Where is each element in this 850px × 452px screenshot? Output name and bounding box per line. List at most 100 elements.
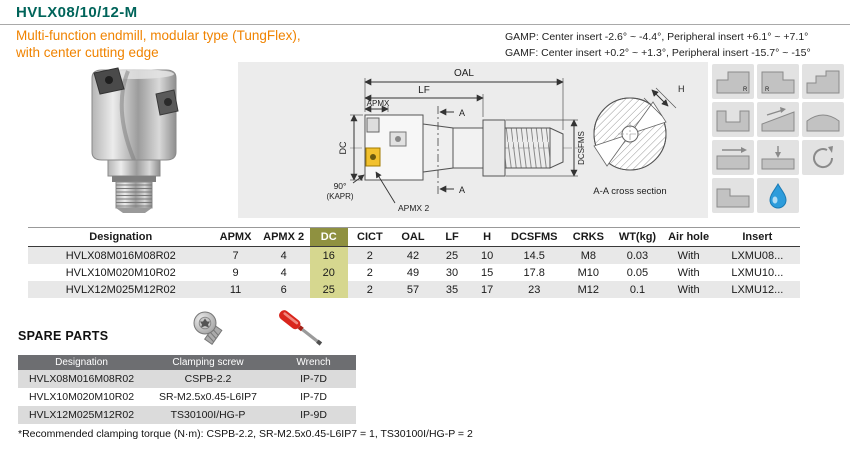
coolant-through-icon (757, 178, 799, 213)
table-cell: HVLX08M016M08R02 (65, 249, 176, 262)
column-header: Designation (28, 227, 214, 247)
table-cell: 7 (232, 249, 239, 262)
table-cell: 25 (445, 249, 459, 262)
column-header: Insert (714, 227, 800, 247)
curved-surface-milling-icon (802, 102, 844, 137)
gamp-note: GAMP: Center insert -2.6° ~ -4.4°, Perip… (505, 31, 809, 43)
column-header: DC (309, 227, 348, 247)
table-cell: With (677, 266, 700, 279)
torx-wrench-image (276, 310, 334, 357)
table-cell: 16 (309, 246, 348, 264)
table-cell: HVLX08M016M08R02 (28, 373, 135, 385)
column-header: DCSFMS (504, 227, 565, 247)
column-header: APMX 2 (257, 227, 310, 247)
column-header: H (470, 227, 505, 247)
column-header: OAL (391, 227, 434, 247)
dim-label-kapr: (KAPR) (326, 192, 353, 201)
page-title: HVLX08/10/12-M (16, 4, 138, 21)
rake-angle-notes: GAMP: Center insert -2.6° ~ -4.4°, Perip… (505, 29, 811, 62)
table-cell: 14.5 (523, 249, 545, 262)
table-cell: IP-9D (300, 409, 327, 421)
table-cell: TS30100I/HG-P (170, 409, 246, 421)
table-cell: 2 (366, 266, 373, 279)
table-cell: 0.05 (626, 266, 649, 279)
cross-section-caption: A-A cross section (593, 186, 666, 197)
table-cell: 15 (480, 266, 494, 279)
torque-footnote: *Recommended clamping torque (N·m): CSPB… (18, 428, 473, 440)
table-cell: M8 (580, 249, 596, 262)
table-cell: 4 (280, 249, 287, 262)
table-cell: HVLX10M020M10R02 (65, 266, 176, 279)
table-cell: 4 (280, 266, 287, 279)
column-header: CICT (347, 227, 392, 247)
step-milling-icon (802, 64, 844, 99)
column-header: LF (434, 227, 471, 247)
dim-label-apmx: APMX (367, 99, 390, 108)
table-cell: M10 (577, 266, 600, 279)
subtitle-line-1: Multi-function endmill, modular type (Tu… (16, 28, 301, 43)
column-header: Wrench (271, 355, 356, 370)
table-cell: 6 (280, 283, 287, 296)
table-cell: 25 (309, 281, 348, 298)
dim-label-kapr-angle: 90° (334, 181, 347, 191)
application-icon-grid: R R (712, 62, 848, 218)
table-cell: IP-7D (300, 373, 327, 385)
header-divider (0, 24, 850, 25)
clamping-screw-image (190, 310, 236, 357)
product-subtitle: Multi-function endmill, modular type (Tu… (16, 28, 301, 62)
table-cell: LXMU12... (731, 283, 784, 296)
table-cell: 30 (445, 266, 459, 279)
column-header: Designation (18, 355, 145, 370)
table-cell: 23 (528, 283, 541, 296)
table-cell: HVLX12M025M12R02 (28, 409, 135, 421)
table-cell: LXMU10... (731, 266, 784, 279)
slot-milling-icon (712, 102, 754, 137)
table-cell: 35 (445, 283, 459, 296)
table-row: HVLX08M016M08R02 CSPB-2.2 IP-7D (18, 370, 356, 388)
table-row: HVLX12M025M12R02 TS30100I/HG-P IP-9D (18, 406, 356, 424)
table-cell: With (677, 283, 700, 296)
dim-label-apmx2: APMX 2 (398, 203, 429, 213)
table-cell: With (677, 249, 700, 262)
column-header: Air hole (662, 227, 715, 247)
r-mark: R (743, 87, 748, 93)
table-cell: IP-7D (300, 391, 327, 403)
table-cell: 20 (309, 264, 348, 281)
table-cell: 0.03 (626, 249, 649, 262)
table-cell: 0.1 (629, 283, 646, 296)
table-cell: SR-M2.5x0.45-L6IP7 (158, 391, 258, 403)
table-cell: 2 (366, 283, 373, 296)
section-label-a-bottom: A (459, 185, 465, 195)
pocket-milling-icon (712, 178, 754, 213)
dim-label-oal: OAL (454, 68, 474, 79)
product-photo (78, 64, 190, 219)
table-cell: 57 (406, 283, 420, 296)
table-cell: 42 (406, 249, 420, 262)
face-milling-icon (712, 140, 754, 175)
table-cell: 17.8 (523, 266, 545, 279)
table-cell: 10 (480, 249, 494, 262)
table-cell: M12 (577, 283, 600, 296)
table-cell: HVLX10M020M10R02 (28, 391, 135, 403)
r-mark: R (765, 87, 770, 93)
table-cell: LXMU08... (731, 249, 784, 262)
table-cell: 9 (232, 266, 239, 279)
shoulder-radius-milling-icon: R (757, 64, 799, 99)
table-row: HVLX10M020M10R02 SR-M2.5x0.45-L6IP7 IP-7D (18, 388, 356, 406)
column-header: CRKS (564, 227, 613, 247)
square-shoulder-milling-icon: R (712, 64, 754, 99)
column-header: WT(kg) (612, 227, 663, 247)
table-cell: CSPB-2.2 (184, 373, 232, 385)
gamf-note: GAMF: Center insert +0.2° ~ +1.3°, Perip… (505, 47, 811, 60)
section-label-a-top: A (459, 108, 465, 118)
